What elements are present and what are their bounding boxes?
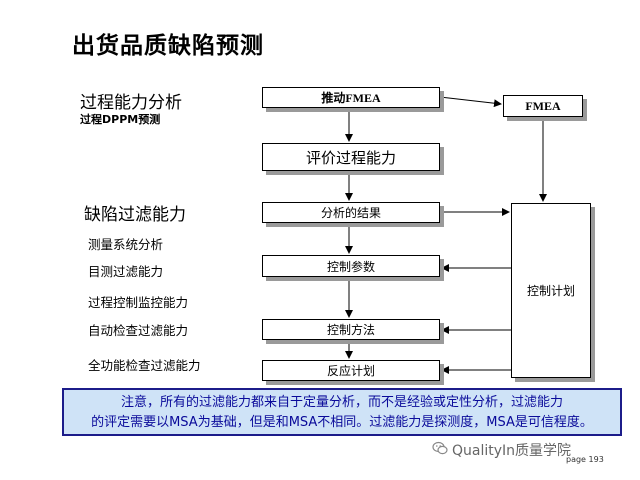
- flow-box-control-plan-label: 控制计划: [526, 284, 575, 298]
- section-defect-filtering: 缺陷过滤能力: [84, 205, 186, 225]
- flow-box-control-parameters-label: 控制参数: [326, 259, 375, 274]
- page-number: page 193: [566, 455, 604, 464]
- flow-box-analysis-result-label: 分析的结果: [320, 206, 381, 220]
- section-process-capability: 过程能力分析: [80, 93, 182, 113]
- flow-box-fmea-label: FMEA: [525, 98, 561, 113]
- flow-box-drive-fmea-label: 推动FMEA: [321, 91, 381, 105]
- note-line-2: 的评定需要以MSA为基础，但是和MSA不相同。过滤能力是探测度，MSA是可信程度…: [91, 415, 593, 430]
- flow-box-control-parameters: 控制参数: [262, 255, 440, 277]
- left-item-full-function: 全功能检查过滤能力: [88, 358, 201, 373]
- wechat-icon: [432, 441, 448, 455]
- watermark-text: QualityIn质量学院: [452, 443, 572, 459]
- flow-box-evaluate-capability: 评价过程能力: [262, 143, 440, 171]
- flow-box-control-plan: 控制计划: [511, 203, 591, 378]
- flow-box-fmea: FMEA: [503, 95, 583, 117]
- flow-box-reaction-plan-label: 反应计划: [326, 364, 375, 378]
- page-title: 出货品质缺陷预测: [72, 33, 264, 59]
- left-item-process-monitor: 过程控制监控能力: [88, 295, 189, 310]
- left-item-msa: 测量系统分析: [88, 237, 164, 252]
- flow-box-drive-fmea: 推动FMEA: [262, 87, 440, 108]
- note-box: 注意，所有的过滤能力都来自于定量分析，而不是经验或定性分析，过滤能力 的评定需要…: [62, 388, 622, 436]
- left-item-auto-inspection: 自动检查过滤能力: [88, 323, 189, 338]
- flow-box-evaluate-capability-label: 评价过程能力: [305, 148, 396, 167]
- flow-box-control-method-label: 控制方法: [326, 323, 375, 337]
- flow-box-reaction-plan: 反应计划: [262, 360, 440, 381]
- flow-box-analysis-result: 分析的结果: [262, 202, 440, 223]
- section-process-capability-sub: 过程DPPM预测: [80, 113, 161, 126]
- flow-box-control-method: 控制方法: [262, 319, 440, 340]
- left-item-visual: 目测过滤能力: [88, 264, 164, 279]
- note-line-1: 注意，所有的过滤能力都来自于定量分析，而不是经验或定性分析，过滤能力: [120, 395, 563, 410]
